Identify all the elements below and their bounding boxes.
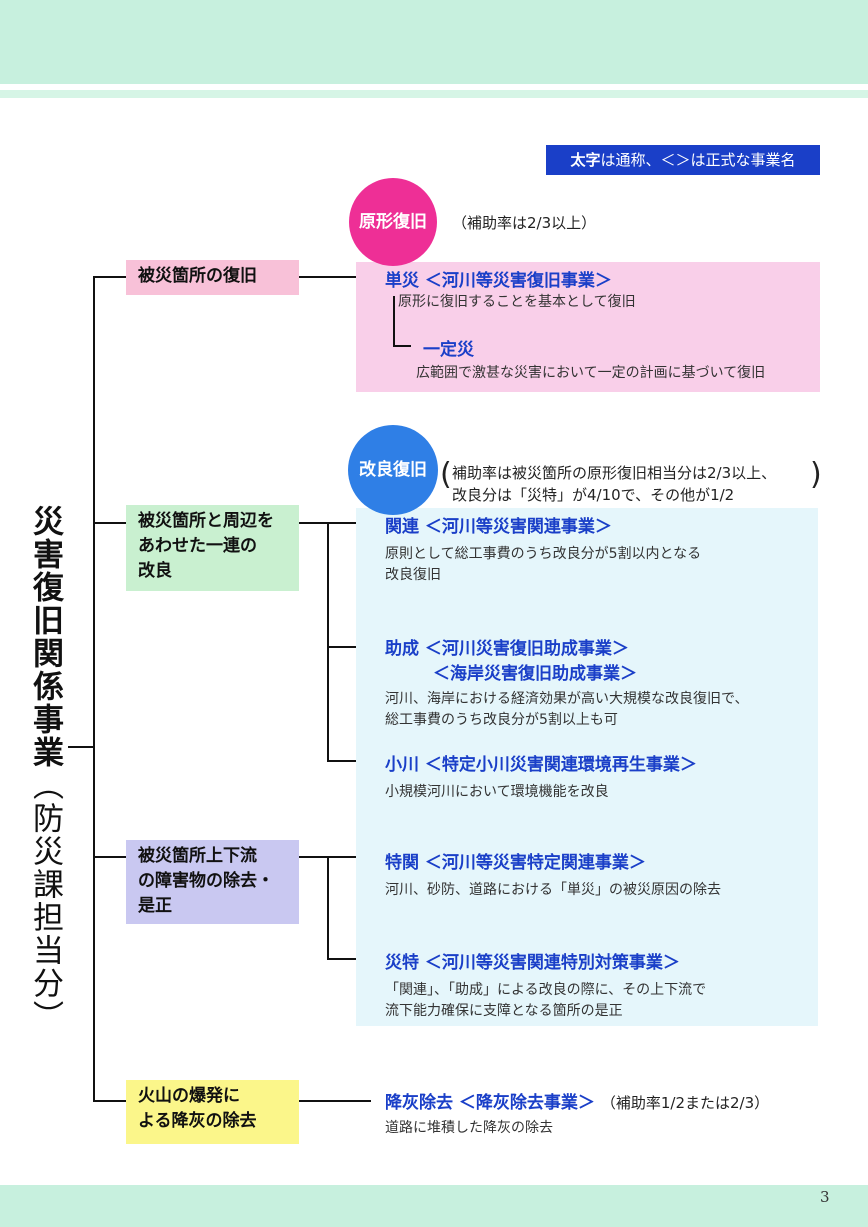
project-tokkan-desc: 河川、砂防、道路における「単災」の被災原因の除去 xyxy=(385,882,721,898)
project-kouhai-title: 降灰除去 ＜降灰除去事業＞ （補助率1/2または2/3） xyxy=(385,1088,769,1113)
project-short-name: 災特 xyxy=(385,953,419,973)
vertical-title-main: 災害復旧関係事業 xyxy=(27,505,63,769)
desc-line: 総工事費のうち改良分が5割以上も可 xyxy=(385,712,618,728)
project-tokkan-title: 特関 ＜河川等災害特定関連事業＞ xyxy=(385,848,646,873)
legend-bold-text: 太字 xyxy=(570,151,601,169)
branch-line xyxy=(93,276,126,278)
branch-line xyxy=(93,856,126,858)
project-formal-name: ＜河川等災害特定関連事業＞ xyxy=(424,853,646,873)
genkei-badge: 原形復旧 xyxy=(349,178,437,266)
project-tansai-title: 単災 ＜河川等災害復旧事業＞ xyxy=(385,266,612,291)
project-kouhai-desc: 道路に堆積した降灰の除去 xyxy=(385,1120,553,1136)
branch-line xyxy=(299,1100,371,1102)
kairyo-rate: 補助率は被災箇所の原形復旧相当分は2/3以上、改良分は「災特」が4/10で、その… xyxy=(452,462,776,506)
project-saitoku-desc: 「関連」、「助成」による改良の際に、その上下流で流下能力確保に支障となる箇所の是… xyxy=(385,980,706,1022)
kairyo-group-box xyxy=(356,508,818,1026)
branch-line xyxy=(327,646,371,648)
branch-line xyxy=(93,522,126,524)
trunk-line xyxy=(93,276,95,1102)
branch-line xyxy=(327,958,371,960)
header-stripe xyxy=(0,90,868,98)
category-label: の障害物の除去・ xyxy=(138,871,274,891)
project-kouhai-rate: （補助率1/2または2/3） xyxy=(600,1094,770,1112)
category-label: あわせた一連の xyxy=(138,536,257,556)
project-kanren-title: 関連 ＜河川等災害関連事業＞ xyxy=(385,512,612,537)
project-josei-formal-2: ＜海岸災害復旧助成事業＞ xyxy=(433,664,637,684)
project-formal-name: ＜特定小川災害関連環境再生事業＞ xyxy=(424,755,697,775)
category-label: 火山の爆発に xyxy=(138,1086,240,1106)
legend-box: 太字は通称、＜＞は正式な事業名 xyxy=(546,145,820,175)
desc-line: 原則として総工事費のうち改良分が5割以内となる xyxy=(385,546,702,562)
project-josei-title: 助成 ＜河川災害復旧助成事業＞ xyxy=(385,634,629,659)
category-improvement: 被災箇所と周辺をあわせた一連の改良 xyxy=(126,505,299,591)
header-divider xyxy=(0,84,868,90)
vertical-title-sub: （防災課担当分） xyxy=(27,769,63,1033)
category-label: 被災箇所と周辺を xyxy=(138,511,274,531)
project-formal-name: ＜河川等災害関連事業＞ xyxy=(424,517,612,537)
project-formal-name: ＜河川災害復旧助成事業＞ xyxy=(424,639,629,659)
genkei-rate: （補助率は2/3以上） xyxy=(452,214,597,232)
project-short-name: 関連 xyxy=(385,517,419,537)
category-obstacle-removal: 被災箇所上下流の障害物の除去・是正 xyxy=(126,840,299,924)
desc-line: 流下能力確保に支障となる箇所の是正 xyxy=(385,1003,623,1019)
paren-left: ( xyxy=(440,457,452,492)
project-short-name: 助成 xyxy=(385,639,419,659)
footer-band xyxy=(0,1185,868,1227)
sub-trunk-line xyxy=(327,522,329,762)
branch-line xyxy=(299,522,371,524)
project-itteisai-title: 一定災 xyxy=(423,340,474,360)
project-ogawa-title: 小川 ＜特定小川災害関連環境再生事業＞ xyxy=(385,750,697,775)
project-formal-name: ＜河川等災害関連特別対策事業＞ xyxy=(424,953,680,973)
category-label: 被災箇所の復旧 xyxy=(138,266,257,286)
desc-line: 河川、海岸における経済効果が高い大規模な改良復旧で、 xyxy=(385,691,749,707)
legend-text: は通称、＜＞は正式な事業名 xyxy=(600,151,796,169)
paren-right: ) xyxy=(810,457,822,492)
category-label: 被災箇所上下流 xyxy=(138,846,257,866)
connector-line xyxy=(68,746,94,748)
category-restoration: 被災箇所の復旧 xyxy=(126,260,299,295)
project-short-name: 単災 xyxy=(385,271,419,291)
category-label: 改良 xyxy=(138,561,172,581)
project-short-name: 降灰除去 xyxy=(385,1093,453,1113)
desc-line: 「関連」、「助成」による改良の際に、その上下流で xyxy=(385,982,707,998)
category-label: 是正 xyxy=(138,896,172,916)
branch-line xyxy=(327,760,371,762)
project-ogawa-desc: 小規模河川において環境機能を改良 xyxy=(385,784,609,800)
kairyo-rate-line: 補助率は被災箇所の原形復旧相当分は2/3以上、 xyxy=(452,464,777,482)
project-short-name: 小川 xyxy=(385,755,419,775)
project-short-name: 特関 xyxy=(385,853,419,873)
branch-line xyxy=(299,856,371,858)
branch-line xyxy=(299,276,371,278)
kairyo-rate-line: 改良分は「災特」が4/10で、その他が1/2 xyxy=(452,486,735,504)
project-formal-name: ＜降灰除去事業＞ xyxy=(458,1093,595,1113)
page-number: 3 xyxy=(820,1188,830,1206)
project-itteisai-desc: 広範囲で激甚な災害において一定の計画に基づいて復旧 xyxy=(416,365,766,381)
project-saitoku-title: 災特 ＜河川等災害関連特別対策事業＞ xyxy=(385,948,680,973)
sub-trunk-line xyxy=(327,856,329,960)
sub-connector xyxy=(393,345,411,347)
header-band xyxy=(0,0,868,84)
genkei-group-box xyxy=(356,262,820,392)
kairyo-badge: 改良復旧 xyxy=(348,425,438,515)
branch-line xyxy=(93,1100,126,1102)
project-tansai-desc: 原形に復旧することを基本として復旧 xyxy=(398,294,636,310)
category-label: よる降灰の除去 xyxy=(138,1111,257,1131)
vertical-title: 災害復旧関係事業（防災課担当分） xyxy=(24,505,68,1033)
category-volcanic-ash: 火山の爆発による降灰の除去 xyxy=(126,1080,299,1144)
project-kanren-desc: 原則として総工事費のうち改良分が5割以内となる改良復旧 xyxy=(385,544,701,586)
project-josei-desc: 河川、海岸における経済効果が高い大規模な改良復旧で、総工事費のうち改良分が5割以… xyxy=(385,689,748,731)
sub-connector xyxy=(393,296,395,346)
desc-line: 改良復旧 xyxy=(385,567,441,583)
project-formal-name: ＜河川等災害復旧事業＞ xyxy=(424,271,612,291)
